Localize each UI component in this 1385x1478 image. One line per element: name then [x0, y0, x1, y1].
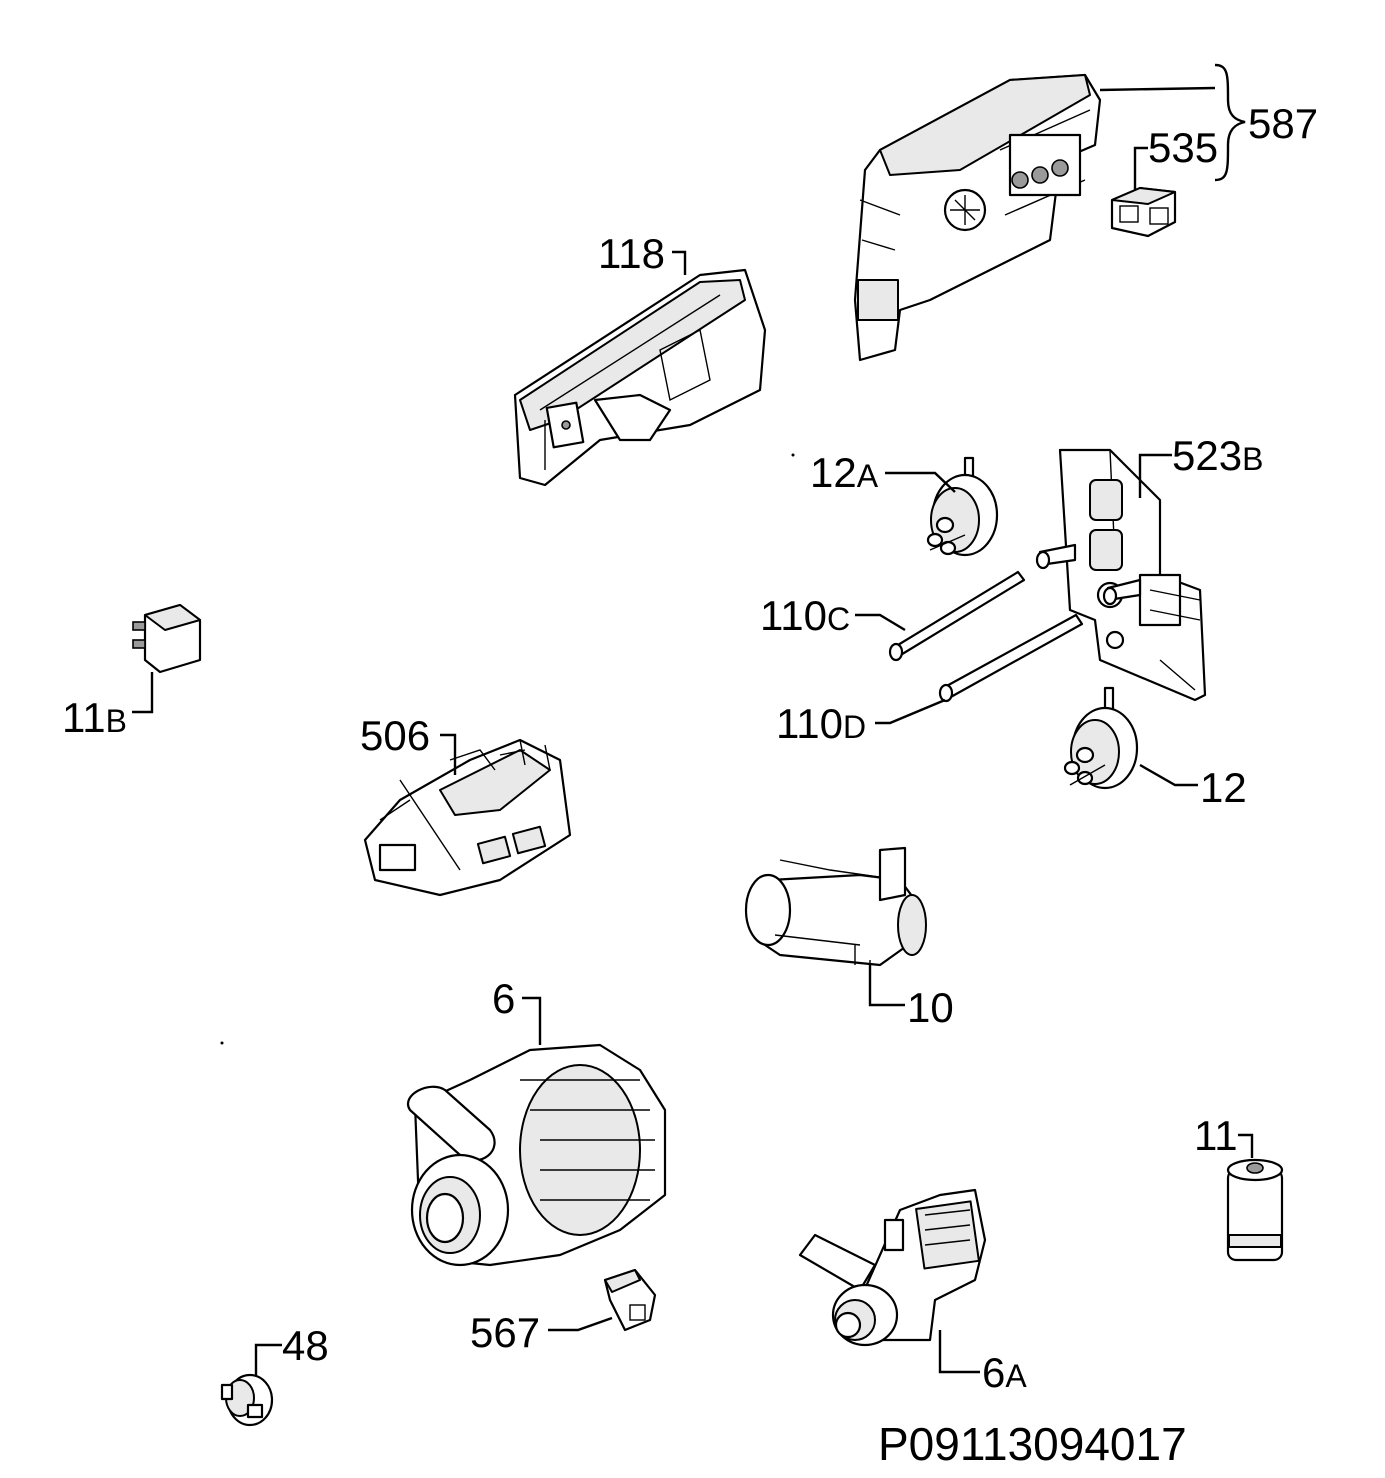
stray-dot [791, 453, 795, 457]
label-523b: 523B [1172, 432, 1263, 479]
label-11b: 11B [62, 694, 127, 741]
callout-506: 506 [360, 712, 457, 775]
part-118-control-panel [513, 268, 767, 487]
callout-11: 11 [1194, 1112, 1254, 1159]
diagram-reference-code: P09113094017 [878, 1418, 1187, 1470]
label-506: 506 [360, 712, 430, 759]
callout-118: 118 [598, 230, 687, 277]
callout-10: 10 [868, 965, 954, 1031]
part-535-connector [1110, 186, 1177, 238]
label-48: 48 [282, 1322, 329, 1369]
label-535: 535 [1148, 124, 1218, 171]
callout-12: 12 [1139, 763, 1247, 811]
callout-587: 587 [1099, 63, 1318, 182]
label-587: 587 [1248, 100, 1318, 147]
label-10: 10 [907, 984, 954, 1031]
label-6a: 6A [982, 1349, 1027, 1396]
callout-48: 48 [254, 1322, 329, 1375]
part-110c-hose [888, 570, 1026, 662]
callout-567: 567 [470, 1309, 613, 1356]
label-110d: 110D [776, 700, 866, 747]
label-6: 6 [492, 975, 515, 1022]
callout-12a: 12A [810, 449, 956, 496]
part-10-heater [744, 846, 927, 975]
callout-523b: 523B [1138, 432, 1263, 498]
label-567: 567 [470, 1309, 540, 1356]
stray-dot [220, 1041, 224, 1045]
callout-6: 6 [492, 975, 542, 1045]
label-118: 118 [598, 230, 665, 277]
callout-110d: 110D [776, 698, 946, 747]
label-12: 12 [1200, 764, 1247, 811]
part-506-dispenser [363, 738, 572, 897]
part-12a-pressure-switch [926, 456, 999, 557]
part-567-clip [603, 1268, 657, 1332]
part-6-pump-motor [406, 1043, 667, 1267]
part-523b-bracket [1035, 448, 1207, 702]
callout-11b: 11B [62, 672, 154, 741]
part-6a-drain-pump [798, 1188, 987, 1347]
label-12a-main: 12A [810, 449, 879, 496]
part-587-control-module [853, 73, 1102, 362]
part-110d-hose [938, 613, 1084, 703]
callout-6a: 6A [938, 1330, 1027, 1396]
callout-110c: 110C [760, 592, 906, 639]
label-110c: 110C [760, 592, 850, 639]
part-48-fitting [220, 1373, 274, 1427]
part-11-capacitor [1226, 1158, 1284, 1262]
part-12-pressure-switch [1063, 686, 1139, 790]
label-11: 11 [1194, 1112, 1238, 1159]
part-11b-relay [132, 603, 202, 674]
callout-535: 535 [1133, 124, 1218, 190]
